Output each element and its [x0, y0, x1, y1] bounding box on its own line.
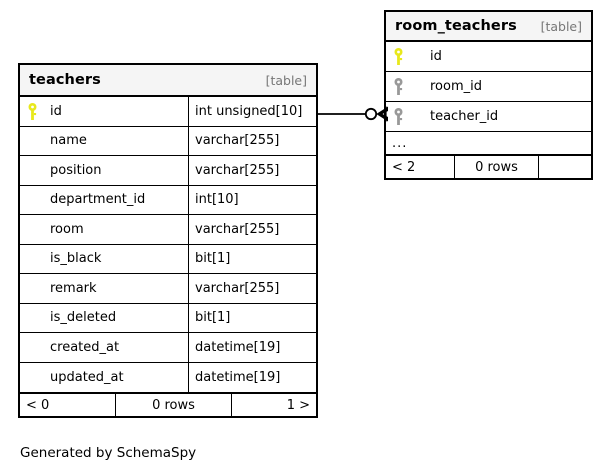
table-row[interactable]: name varchar[255]: [20, 126, 316, 156]
column-name-cell: position: [20, 156, 188, 185]
column-name: id: [50, 103, 62, 119]
column-name: is_black: [50, 251, 102, 267]
generated-by-caption: Generated by SchemaSpy: [20, 445, 197, 461]
column-name: teacher_id: [430, 109, 499, 124]
column-name: remark: [50, 280, 97, 296]
column-name-cell: id: [20, 97, 188, 126]
column-name-cell: is_black: [20, 245, 188, 274]
entity-header-room-teachers: room_teachers [table]: [386, 12, 591, 42]
column-name: position: [50, 162, 102, 178]
column-type: int unsigned[10]: [188, 97, 316, 126]
entity-title: teachers: [29, 72, 101, 88]
column-type: int[10]: [188, 185, 316, 214]
column-name-cell: room: [20, 215, 188, 244]
table-row[interactable]: updated_at datetime[19]: [20, 362, 316, 393]
column-name-cell: id: [386, 42, 591, 71]
entity-title: room_teachers: [395, 18, 517, 34]
entity-footer-room-teachers: < 2 0 rows: [386, 154, 591, 178]
column-name: room_id: [430, 79, 482, 94]
column-name-cell: name: [20, 127, 188, 156]
table-row[interactable]: id: [386, 42, 591, 72]
entity-kind-label: [table]: [540, 18, 582, 34]
column-name-cell: created_at: [20, 333, 188, 362]
next-tables-link[interactable]: [539, 156, 591, 178]
table-row[interactable]: remark varchar[255]: [20, 274, 316, 304]
column-list-room-teachers: id room_id: [386, 42, 591, 154]
entity-footer-teachers: < 0 0 rows 1 >: [20, 392, 316, 416]
more-columns-indicator[interactable]: ...: [392, 135, 408, 151]
table-row[interactable]: id int unsigned[10]: [20, 97, 316, 127]
row-count-label: 0 rows: [116, 394, 232, 416]
column-name: room: [50, 221, 84, 237]
relationship-connector-teachers-to-room-teachers[interactable]: [316, 100, 388, 128]
column-name-cell: room_id: [386, 72, 591, 101]
primary-key-icon: [394, 48, 420, 65]
column-name: department_id: [50, 192, 146, 208]
key-icon: [394, 48, 403, 65]
column-name-cell: teacher_id: [386, 102, 591, 131]
cardinality-many-icon: [376, 106, 388, 122]
entity-kind-label: [table]: [265, 72, 307, 88]
table-row[interactable]: position varchar[255]: [20, 156, 316, 186]
column-type: datetime[19]: [188, 362, 316, 392]
column-name: id: [430, 49, 442, 64]
table-row[interactable]: teacher_id: [386, 102, 591, 132]
column-type: varchar[255]: [188, 156, 316, 185]
row-count-label: 0 rows: [455, 156, 539, 178]
column-name-cell: department_id: [20, 186, 188, 215]
entity-table-room-teachers[interactable]: room_teachers [table] id: [384, 10, 593, 180]
column-type: bit[1]: [188, 244, 316, 273]
column-type: datetime[19]: [188, 333, 316, 362]
column-type: varchar[255]: [188, 215, 316, 244]
table-row[interactable]: department_id int[10]: [20, 185, 316, 215]
column-type: varchar[255]: [188, 274, 316, 303]
cardinality-zero-icon: [364, 107, 378, 121]
column-name-cell: is_deleted: [20, 304, 188, 333]
next-tables-link[interactable]: 1 >: [286, 397, 310, 413]
column-list-teachers: id int unsigned[10] name varchar[255] po…: [20, 97, 316, 392]
column-name-cell: updated_at: [20, 363, 188, 393]
prev-tables-link[interactable]: < 0: [20, 394, 116, 416]
foreign-key-icon: [394, 108, 420, 125]
key-icon: [394, 108, 403, 125]
column-type: varchar[255]: [188, 126, 316, 155]
column-name: is_deleted: [50, 310, 117, 326]
primary-key-icon: [28, 102, 50, 120]
column-name: name: [50, 133, 87, 149]
column-name: updated_at: [50, 369, 124, 385]
table-row[interactable]: is_deleted bit[1]: [20, 303, 316, 333]
table-row[interactable]: room varchar[255]: [20, 215, 316, 245]
column-name: created_at: [50, 339, 120, 355]
table-row[interactable]: created_at datetime[19]: [20, 333, 316, 363]
table-row[interactable]: room_id: [386, 72, 591, 102]
column-type: bit[1]: [188, 303, 316, 332]
foreign-key-icon: [394, 78, 420, 95]
prev-tables-link[interactable]: < 2: [386, 156, 455, 178]
key-icon: [394, 78, 403, 95]
table-row[interactable]: is_black bit[1]: [20, 244, 316, 274]
entity-table-teachers[interactable]: teachers [table] id int unsigned[10]: [18, 63, 318, 418]
column-name-cell: remark: [20, 274, 188, 303]
entity-header-teachers: teachers [table]: [20, 65, 316, 97]
key-icon: [28, 102, 37, 120]
